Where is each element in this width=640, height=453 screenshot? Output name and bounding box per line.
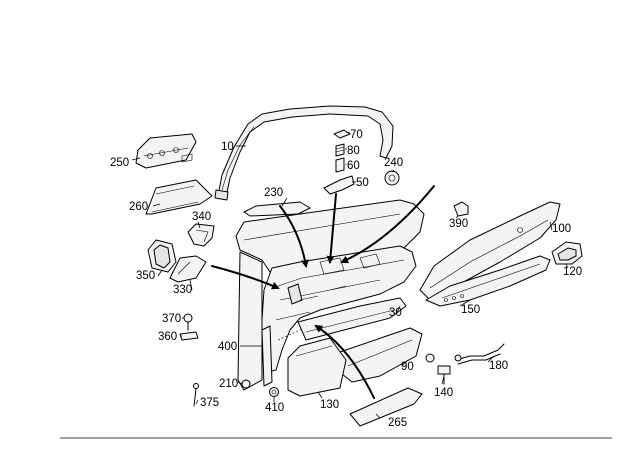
part-150-armrest-trim xyxy=(425,255,551,307)
label-340: 340 xyxy=(192,211,211,223)
label-180: 180 xyxy=(489,360,508,372)
label-370: 370 xyxy=(162,313,181,325)
part-330-cover xyxy=(169,255,207,283)
label-30: 30 xyxy=(389,307,402,319)
leader-lines xyxy=(131,131,569,419)
label-210: 210 xyxy=(219,378,238,390)
label-390: 390 xyxy=(449,218,468,230)
part-60-pin xyxy=(335,157,345,173)
label-90: 90 xyxy=(401,361,414,373)
label-120: 120 xyxy=(563,266,582,278)
part-350-seal xyxy=(147,239,177,273)
part-230-upper-trim xyxy=(243,201,311,217)
part-120-handle-bezel xyxy=(551,241,583,265)
label-330: 330 xyxy=(173,284,192,296)
part-390-clip xyxy=(453,201,469,217)
part-260-pocket xyxy=(145,179,213,215)
part-80-spring xyxy=(335,143,345,157)
label-80: 80 xyxy=(347,145,360,157)
part-10-window-frame-trim xyxy=(214,105,394,201)
part-360-clip xyxy=(179,331,199,341)
part-240-cap xyxy=(384,170,400,186)
label-140: 140 xyxy=(434,387,453,399)
part-130-pocket xyxy=(287,337,347,397)
label-70: 70 xyxy=(350,129,363,141)
label-265: 265 xyxy=(388,417,407,429)
part-265-map-pocket xyxy=(349,387,423,427)
label-240: 240 xyxy=(384,157,403,169)
label-130: 130 xyxy=(320,399,339,411)
label-150: 150 xyxy=(461,304,480,316)
part-70-cap xyxy=(333,129,351,139)
part-410-grommet xyxy=(269,387,279,397)
label-360: 360 xyxy=(158,331,177,343)
part-140-screw xyxy=(425,353,451,385)
label-100: 100 xyxy=(552,223,571,235)
label-50: 50 xyxy=(356,177,369,189)
label-230: 230 xyxy=(264,187,283,199)
part-number-labels: 10 250 260 340 350 330 230 70 80 60 50 2… xyxy=(110,129,582,429)
label-400: 400 xyxy=(218,341,237,353)
label-410: 410 xyxy=(265,402,284,414)
part-210-screw xyxy=(241,379,251,389)
label-375: 375 xyxy=(200,397,219,409)
label-10: 10 xyxy=(221,141,234,153)
label-350: 350 xyxy=(136,270,155,282)
part-90-armrest xyxy=(339,327,423,383)
label-260: 260 xyxy=(129,201,148,213)
label-60: 60 xyxy=(347,160,360,172)
part-375-pin xyxy=(193,383,199,407)
assembly-arrows xyxy=(211,185,435,399)
label-250: 250 xyxy=(110,157,129,169)
part-400-seal-strip xyxy=(261,325,273,387)
part-250-bracket xyxy=(135,133,197,169)
part-50-handle xyxy=(323,175,355,195)
part-370-screw xyxy=(183,313,193,331)
part-340-clip xyxy=(187,223,215,247)
